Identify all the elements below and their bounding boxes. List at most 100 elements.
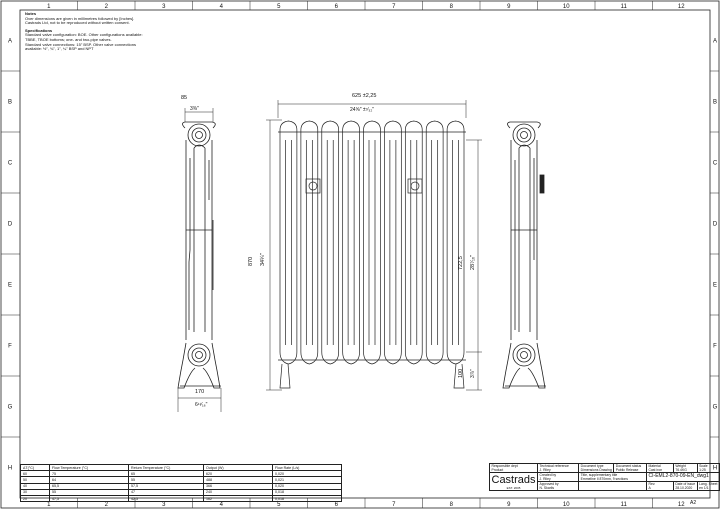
grid-label: A [713,39,717,45]
brand-sub: EST. 2005 [506,485,521,490]
rev-value: A [648,486,651,490]
document-type-value: Dimensions Drawing [580,468,612,472]
grid-label: 11 [621,4,628,10]
radiator-section [404,120,423,365]
technical-ref-value: J. Riley [539,468,551,472]
sheet-label: Sheet [708,482,718,486]
grid-label: 2 [105,502,109,508]
grid-label: B [8,100,12,106]
spec-line: Standard valve configuration: BOE. Other… [25,32,143,38]
radiator-section [446,120,465,365]
grid-label: 8 [450,502,454,508]
grid-label: 12 [678,4,685,10]
material-label: Material [648,464,661,468]
document-status-label: Document status [615,464,642,468]
grid-label: 2 [105,4,109,10]
grid-label: 5 [277,4,281,10]
grid-label: 6 [335,4,339,10]
grid-label: G [8,405,13,411]
grid-label: 7 [392,4,396,10]
front-view [279,120,465,389]
foot-in: 6¹¹⁄₁₆" [195,402,208,408]
grid-label: 1 [47,502,51,508]
created-by-label: Created by [539,473,557,477]
front-view-frame [278,131,466,361]
radiator-section [384,120,402,365]
lang-label: Lang. [699,482,708,486]
grid-label: 7 [392,502,396,508]
radiator-section [363,120,381,365]
material-value: Cast iron [648,468,663,472]
date-value: 28.10.2020 [675,486,693,490]
table-cell: 42,5 [128,494,204,503]
grid-label: 5 [277,502,281,508]
doc-number: CI-EML2-870-09-EN_dwg1 [646,472,720,482]
grid-label: 1 [47,4,51,10]
grid-label: 3 [162,502,166,508]
foot-mm: 170 [195,389,204,395]
grid-label: 6 [335,502,339,508]
spec-line: TBBE, TBOE bottoms; one- and two-pipe va… [25,36,112,42]
radiator-foot [453,363,465,389]
spec-line: Standard valve connections: 15" BSP. Oth… [25,41,136,47]
scale-value: 1:25 [699,468,706,472]
height-in: 34¼" [260,253,266,266]
rev-label: Rev. [648,482,656,486]
notes-block: Notes Over dimensions are given in milli… [25,11,245,52]
paper-size: A2 [690,500,697,506]
grid-label: E [713,283,717,289]
rev-cell: Rev.A [646,481,674,491]
grid-label: F [8,344,12,350]
centres-in: 28⁷⁄₁₆" [469,255,476,270]
grid-label: E [8,283,12,289]
height-mm: 870 [248,257,254,266]
created-by-value: J. Riley [539,477,551,481]
front-width-in: 24⅝" ±⁷⁄₃₂" [350,107,374,113]
grid-label: A [8,39,12,45]
table-cell: 20 [20,494,50,503]
document-status-value: Public Release [615,468,639,472]
grid-label: D [713,222,718,228]
document-type-label: Document type [580,464,604,468]
notes-heading: Notes [25,11,37,16]
grid-label: G [713,405,718,411]
grid-label: D [8,222,13,228]
table-cell: 162 [203,494,273,503]
grid-label: H [8,466,12,472]
grid-label: C [8,161,13,167]
grid-label: 4 [220,502,224,508]
technical-ref-label: Technical reference [539,464,569,468]
grid-label: F [713,344,717,350]
table-cell: 47,5 [49,494,129,503]
radiator-section [342,120,360,365]
radiator-section [300,120,319,365]
side-view-left-dims [177,108,222,412]
grid-label: 10 [563,4,570,10]
title-label: Title, supplementary title [580,473,618,477]
grid-label: 11 [621,502,628,508]
radiator-section [321,120,340,365]
approved-by-value: N. Skarlis [539,486,555,490]
title-value: Emmeline II 870mm, 9 sections [580,477,628,481]
side-view-left [177,121,221,389]
approved-by-label: Approved by [539,482,559,486]
grid-label: 3 [162,4,166,10]
front-width-mm: 625 ±2,25 [352,93,376,99]
radiator-section [279,120,298,365]
lang-value: en [699,486,703,490]
